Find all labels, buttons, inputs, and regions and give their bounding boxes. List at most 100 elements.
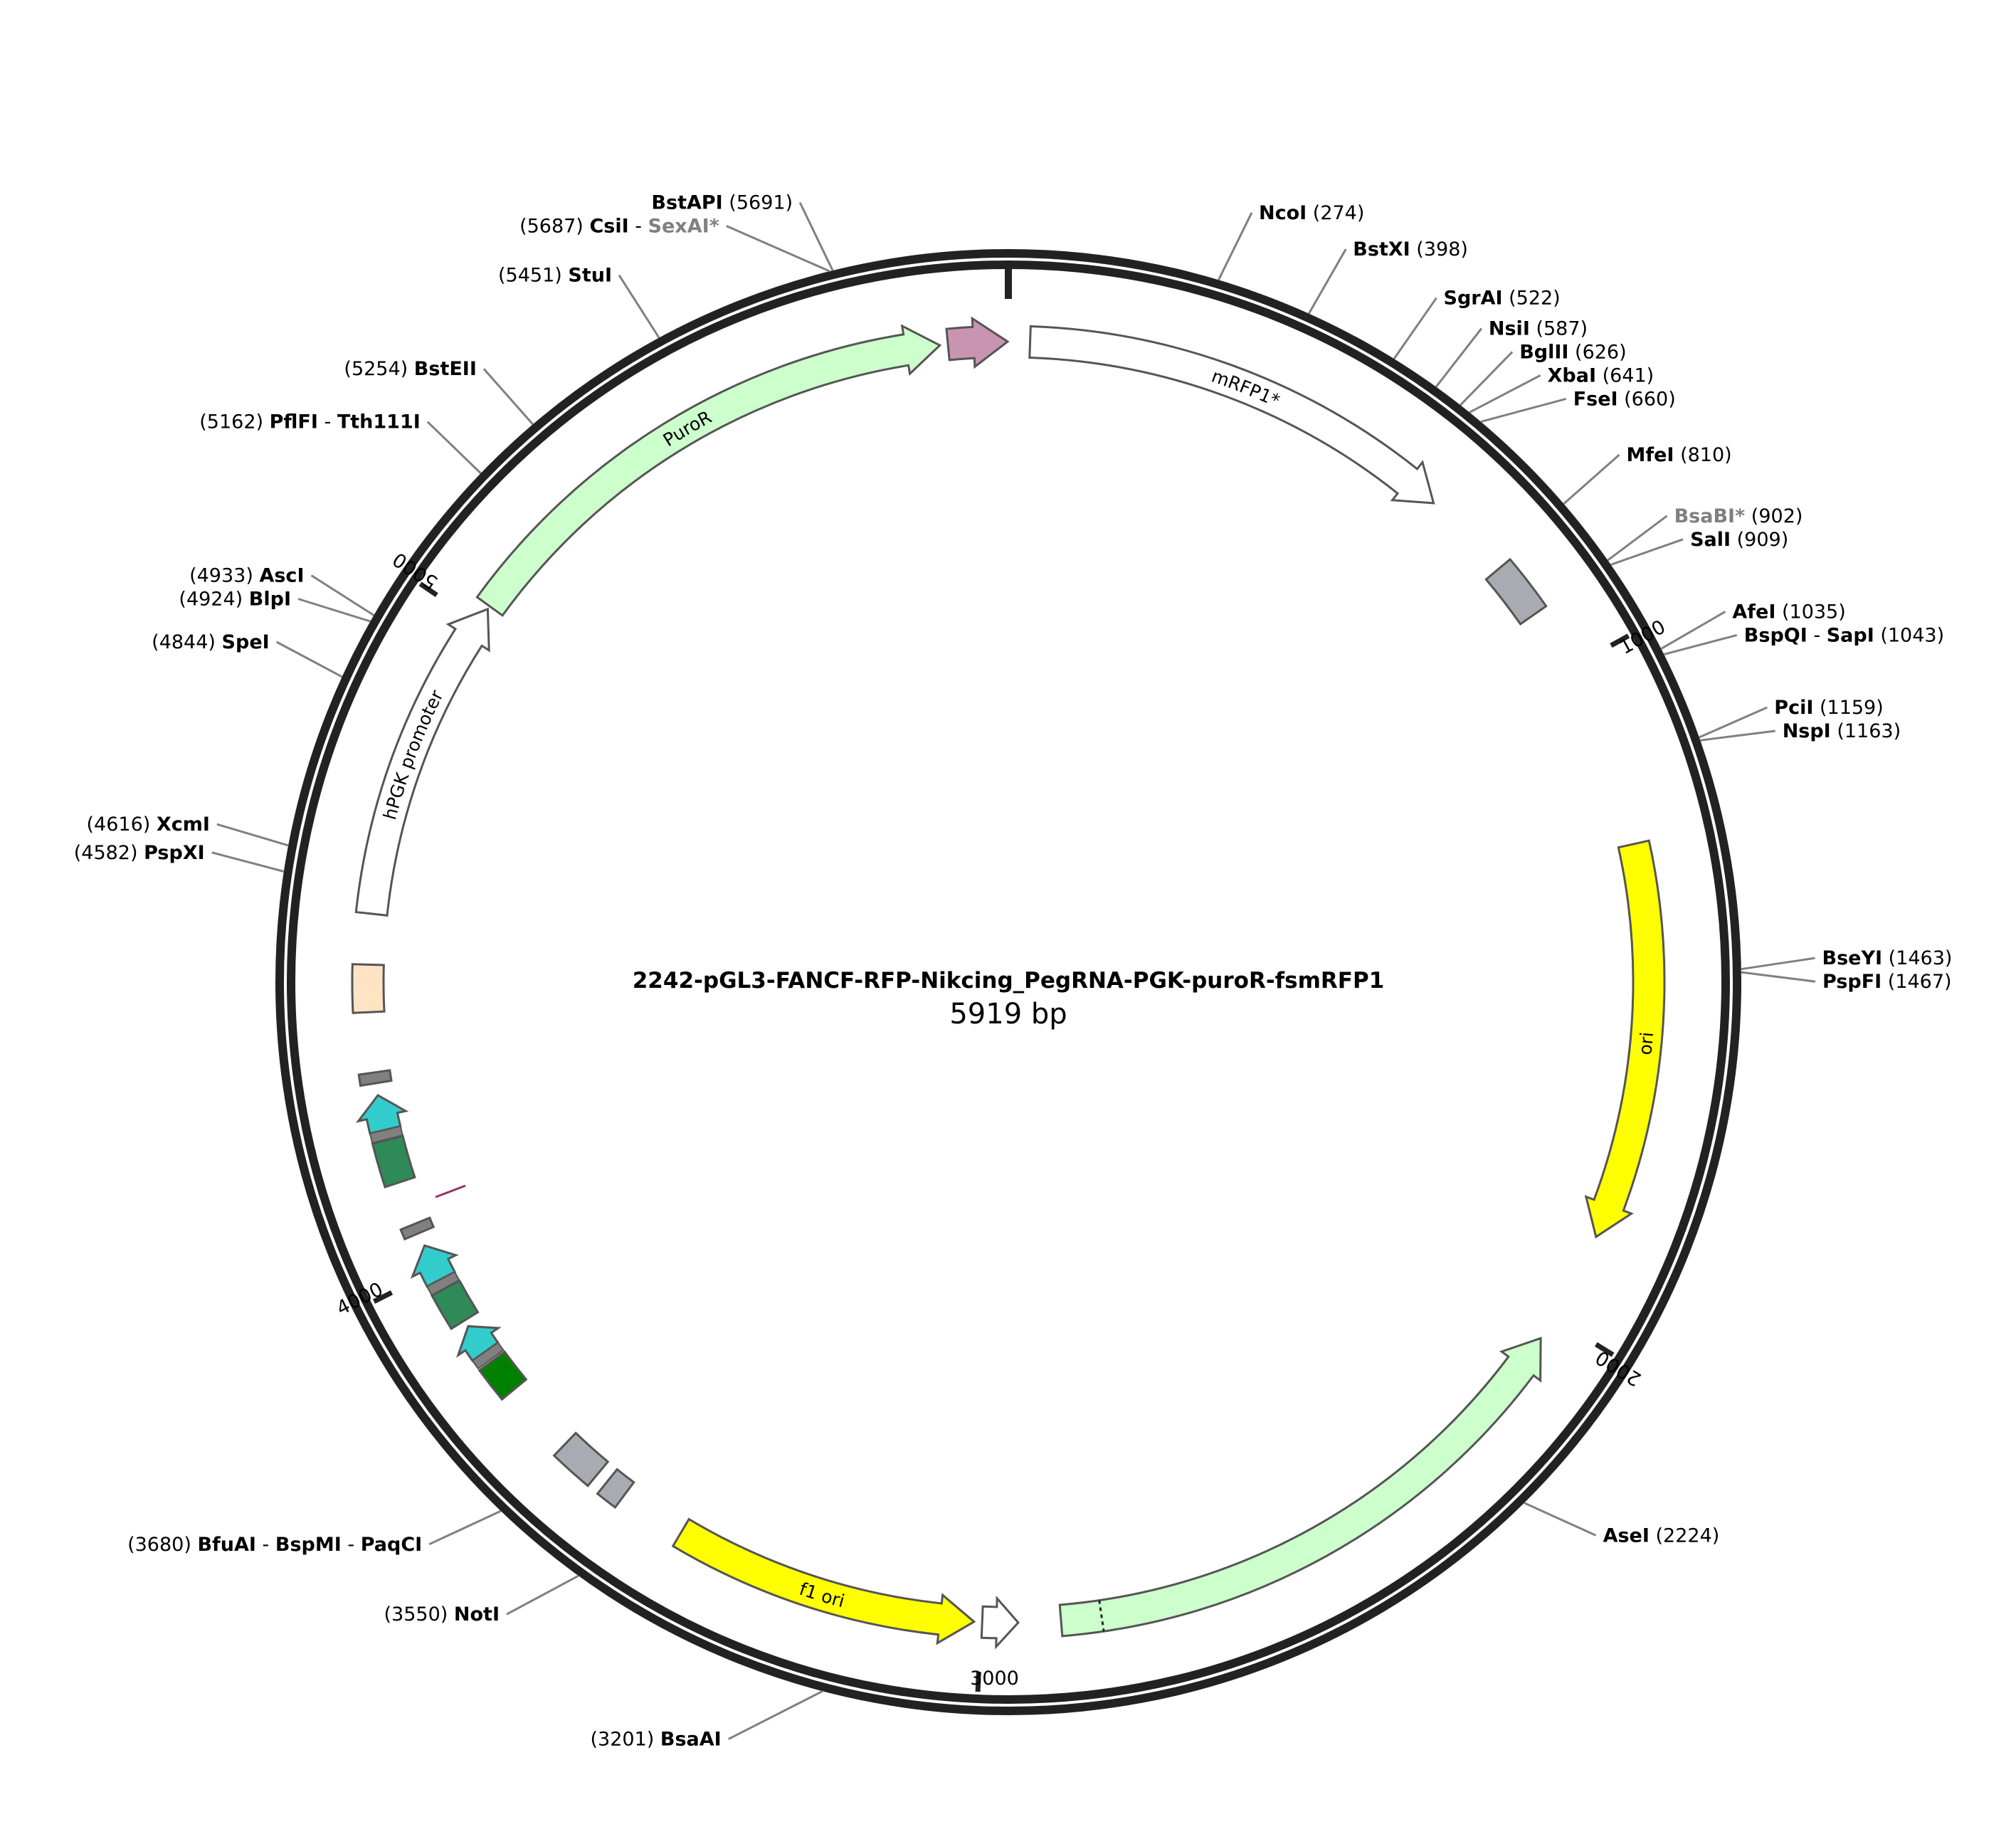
site-enzyme-name: NotI (454, 1603, 500, 1626)
feature-gray-box-3500 (596, 1468, 635, 1510)
site-position: (4844) (152, 631, 221, 653)
restriction-site-label: (3201) BsaAI (591, 1728, 722, 1750)
site-enzyme-name: SpeI (222, 631, 270, 653)
feature-ori (1584, 839, 1666, 1239)
site-leader-line (1699, 706, 1768, 739)
restriction-site-label: (4924) BlpI (179, 588, 291, 610)
site-position: (5254) (344, 358, 413, 380)
site-enzyme-name: StuI (568, 264, 612, 286)
site-position: (3680) (127, 1533, 197, 1555)
restriction-site-label: AfeI (1035) (1732, 601, 1845, 623)
restriction-site-label: PspFI (1467) (1822, 971, 1952, 993)
site-position: (398) (1410, 238, 1468, 260)
restriction-site-label: FseI (660) (1573, 388, 1676, 410)
site-leader-line (275, 641, 343, 678)
feature-dark-gray-box-2 (357, 1069, 393, 1087)
site-enzyme-name: SapI (1827, 624, 1874, 646)
site-enzyme-name: BstAPI (651, 191, 722, 214)
site-leader-line (1607, 515, 1668, 562)
site-position: (274) (1307, 201, 1364, 223)
site-enzyme-name: FseI (1573, 388, 1618, 410)
site-leader-line (726, 225, 830, 273)
restriction-site-label: (4582) PspXI (74, 841, 205, 863)
site-enzyme-name: BstXI (1353, 238, 1410, 260)
site-enzyme-name: NcoI (1259, 201, 1307, 223)
site-position: (1463) (1882, 947, 1952, 969)
feature-label-path (495, 352, 941, 610)
site-leader-line (1218, 212, 1253, 280)
site-leader-line (1469, 374, 1541, 413)
site-leader-line (482, 368, 534, 426)
scale-tick-label: 3000 (970, 1667, 1019, 1690)
site-position: (5691) (723, 191, 793, 214)
site-position: (1035) (1775, 601, 1845, 623)
restriction-site-label: (5687) CsiI - SexAI* (519, 215, 719, 237)
site-leader-line (297, 598, 371, 623)
restriction-site-label: BglII (626) (1519, 341, 1626, 363)
site-leader-line (1700, 729, 1775, 742)
restriction-site-label: BstXI (398) (1353, 238, 1468, 260)
site-enzyme-name: BstEII (414, 358, 477, 380)
feature-sea-green-box-2 (371, 1134, 416, 1189)
restriction-site-label: (4616) XcmI (87, 813, 210, 836)
scale-tick-mark (372, 1290, 394, 1304)
site-leader-line (428, 1510, 502, 1546)
site-enzyme-name: BseYI (1822, 947, 1883, 969)
site-enzyme-name: XcmI (157, 813, 210, 836)
site-enzyme-name: SalI (1690, 528, 1731, 550)
restriction-site-label: BsaBI* (902) (1674, 505, 1803, 527)
restriction-site-labels: NcoI (274)BstXI (398)SgrAI (522)NsiI (58… (74, 191, 1953, 1750)
restriction-site-label: (4933) AscI (189, 564, 304, 586)
site-leader-line (798, 201, 834, 271)
restriction-site-label: MfeI (810) (1627, 444, 1732, 466)
feature-mrfp1 (1028, 325, 1435, 505)
site-leader-line (1460, 351, 1514, 406)
site-enzyme-name: Tth111I (337, 411, 421, 433)
backbone-outer-ring (275, 249, 1741, 1715)
feature-light-green-arrow (1058, 1337, 1542, 1638)
site-enzyme-name: BspMI (275, 1533, 342, 1555)
feature-f1-ori (671, 1517, 976, 1645)
site-leader-line (1480, 397, 1567, 423)
feature-label: ori (1635, 1031, 1657, 1056)
site-separator: - (256, 1533, 275, 1555)
restriction-site-label: PciI (1159) (1774, 697, 1883, 719)
restriction-site-label: SgrAI (522) (1444, 287, 1561, 309)
primer-mark (435, 1184, 466, 1198)
restriction-site-label: (5451) StuI (498, 264, 612, 286)
restriction-site-label: SalI (909) (1690, 528, 1788, 550)
site-leader-line (426, 421, 482, 475)
site-position: (902) (1745, 505, 1803, 527)
plasmid-name: 2242-pGL3-FANCF-RFP-Nikcing_PegRNA-PGK-p… (633, 968, 1385, 994)
feature-green-box-3800 (477, 1350, 528, 1401)
feature-junction-mark (1098, 1600, 1105, 1632)
site-enzyme-name: PflFI (270, 411, 318, 433)
backbone-ring (275, 249, 1741, 1715)
scale-tick-mark (1610, 633, 1630, 648)
restriction-site-label: BspQI - SapI (1043) (1744, 624, 1944, 646)
feature-linker-band (471, 1342, 505, 1370)
site-position: (522) (1503, 287, 1561, 309)
site-leader-line (618, 274, 660, 339)
backbone-inner-ring (287, 260, 1730, 1704)
feature-hpgk-promoter (354, 607, 490, 917)
site-enzyme-name: PspXI (144, 841, 205, 863)
site-position: (3201) (591, 1728, 660, 1750)
restriction-site-label: (5162) PflFI - Tth111I (199, 411, 421, 433)
site-leader-line (310, 574, 375, 616)
site-leader-line (1524, 1502, 1597, 1537)
site-enzyme-name: NspI (1783, 720, 1831, 742)
site-enzyme-name: AfeI (1732, 601, 1775, 623)
site-position: (5162) (199, 411, 269, 433)
site-leader-line (1307, 248, 1347, 315)
site-enzyme-name: BsaAI (660, 1728, 722, 1750)
feature-puror (475, 324, 942, 617)
feature-linker-band (426, 1270, 460, 1297)
site-position: (1043) (1874, 624, 1944, 646)
restriction-site-label: NcoI (274) (1259, 201, 1364, 223)
site-position: (4582) (74, 841, 144, 863)
site-leader-line (216, 823, 289, 847)
restriction-site-label: (5254) BstEII (344, 358, 476, 380)
feature-teal-arrow-2 (410, 1244, 459, 1288)
